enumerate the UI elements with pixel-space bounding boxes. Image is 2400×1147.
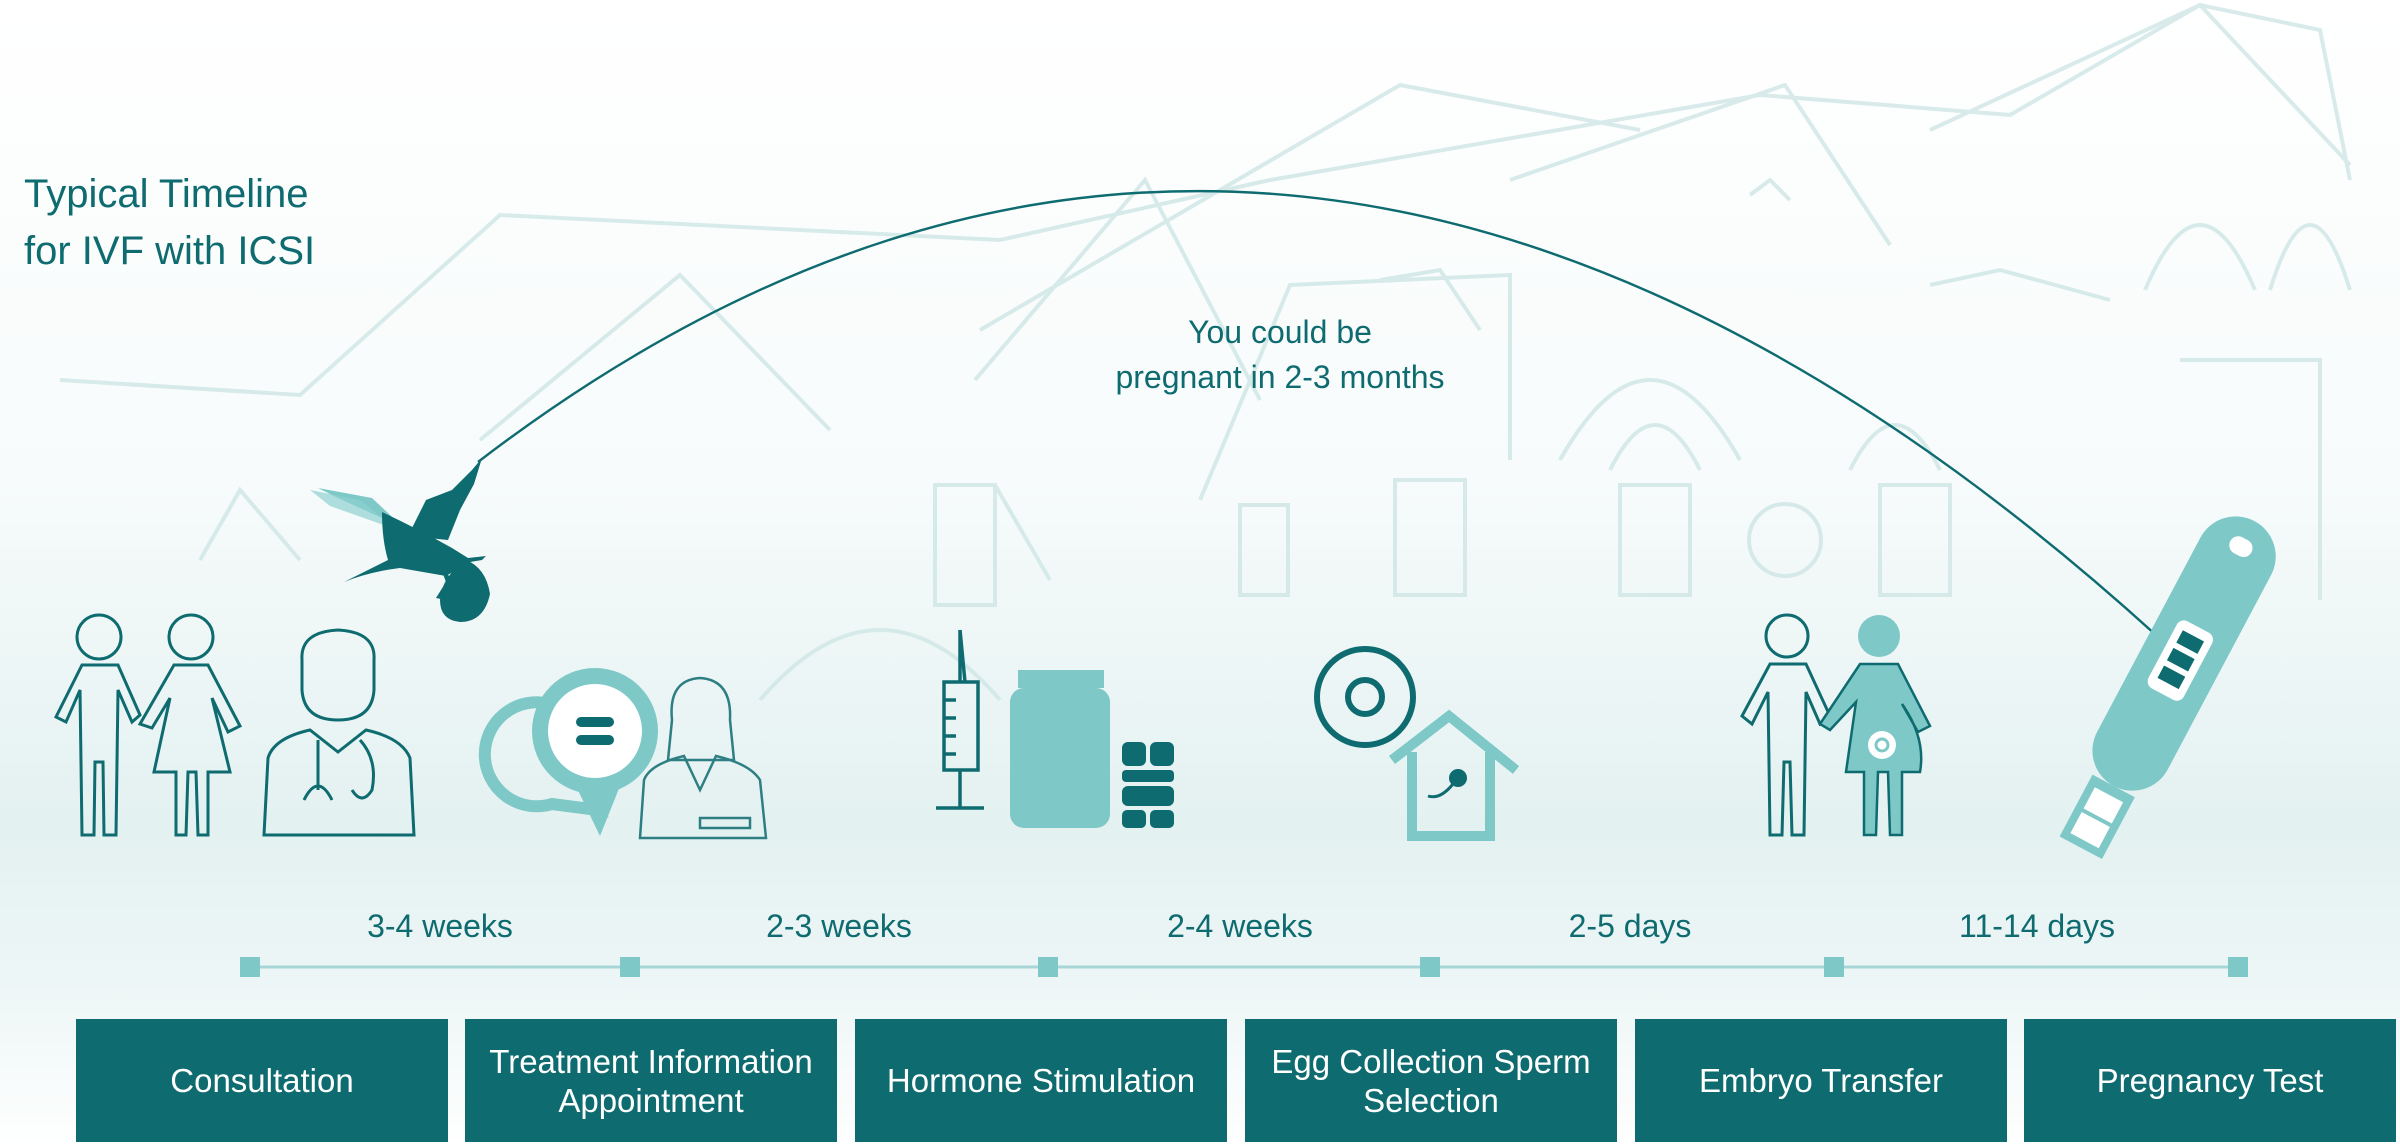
timeline-marker bbox=[1420, 957, 1440, 977]
step-consultation: Consultation bbox=[76, 1019, 448, 1142]
title-line-1: Typical Timeline bbox=[24, 172, 309, 216]
pregnant-couple-icon bbox=[1740, 613, 1932, 837]
arc-caption-line-1: You could be bbox=[1188, 314, 1372, 350]
duration-label: 2-5 days bbox=[1568, 908, 1692, 944]
step-embryo-transfer: Embryo Transfer bbox=[1635, 1019, 2007, 1142]
step-hormone-stimulation: Hormone Stimulation bbox=[855, 1019, 1227, 1142]
duration-label: 2-4 weeks bbox=[1167, 908, 1313, 944]
step-pregnancy-test: Pregnancy Test bbox=[2024, 1019, 2396, 1142]
step-egg-collection-sperm-selection: Egg Collection Sperm Selection bbox=[1245, 1019, 1617, 1142]
speech-bubbles-and-nurse-icon bbox=[478, 668, 768, 840]
timeline-marker bbox=[1038, 957, 1058, 977]
duration-label: 11-14 days bbox=[1959, 908, 2115, 944]
duration-label: 2-3 weeks bbox=[766, 908, 912, 944]
arc-caption: You could be pregnant in 2-3 months bbox=[1060, 310, 1500, 400]
syringe-and-medication-icon bbox=[936, 629, 1174, 828]
step-treatment-information-appointment: Treatment Information Appointment bbox=[465, 1019, 837, 1142]
duration-label: 3-4 weeks bbox=[367, 908, 513, 944]
pregnancy-test-icon bbox=[2059, 516, 2276, 860]
egg-and-sperm-house-icon bbox=[1314, 646, 1520, 841]
timeline-marker bbox=[620, 957, 640, 977]
timeline-marker bbox=[240, 957, 260, 977]
timeline-marker bbox=[2228, 957, 2248, 977]
couple-and-doctor-icon bbox=[53, 613, 416, 837]
page-title: Typical Timeline for IVF with ICSI bbox=[24, 166, 444, 280]
arc-caption-line-2: pregnant in 2-3 months bbox=[1115, 359, 1445, 395]
timeline-marker bbox=[1824, 957, 1844, 977]
title-line-2: for IVF with ICSI bbox=[24, 229, 316, 273]
